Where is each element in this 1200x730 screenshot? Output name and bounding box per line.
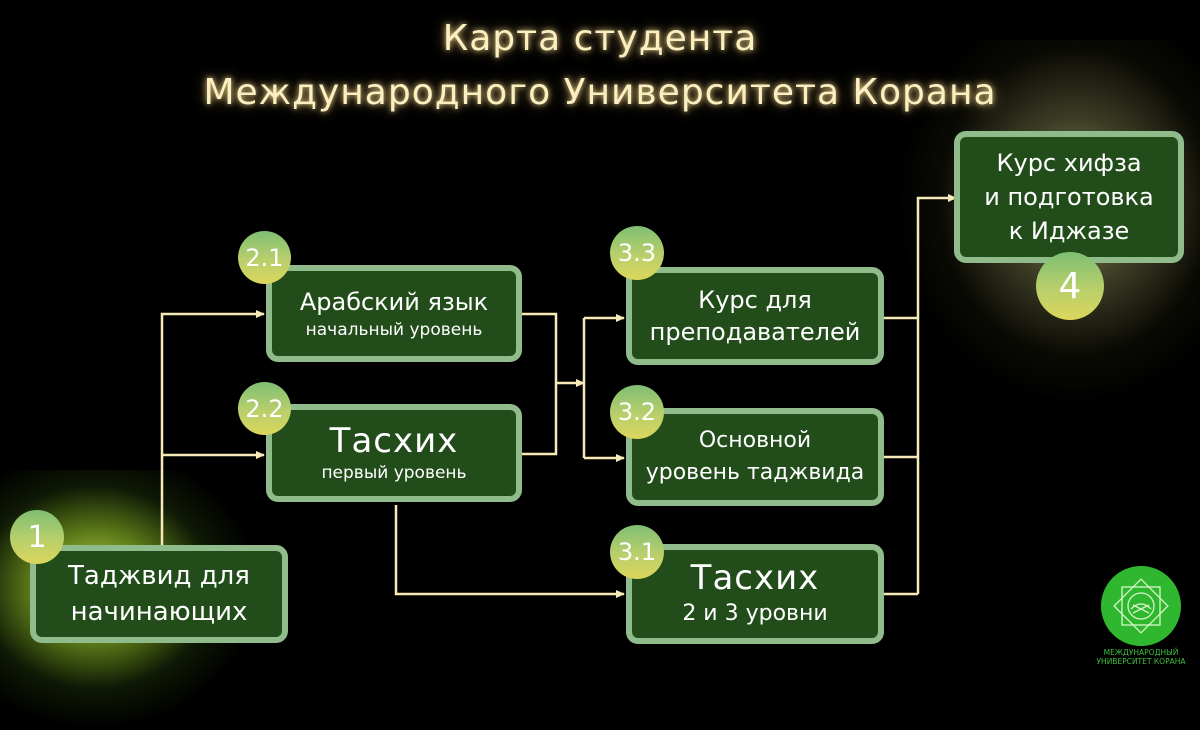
- node-3-2-line2: уровень таджвида: [645, 460, 865, 485]
- node-2-1-badge: 2.1: [238, 231, 291, 284]
- node-1-line2: начинающих: [70, 597, 248, 627]
- node-3-3-line2: преподавателей: [649, 318, 861, 346]
- node-tajweed-beginners: Таджвид для начинающих: [30, 545, 288, 643]
- connector-2-2-out: [522, 383, 558, 456]
- node-hifz-ijazah: Курс хифза и подготовка к Иджазе: [954, 131, 1184, 263]
- node-4-line2: и подготовка: [984, 183, 1154, 211]
- logo-caption-line2: университет Корана: [1096, 657, 1186, 666]
- node-arabic-basic: Арабский язык начальный уровень: [266, 265, 522, 362]
- node-1-badge: 1: [10, 510, 64, 564]
- logo-caption-line1: Международный: [1103, 648, 1179, 657]
- connector-2-1-out: [522, 312, 558, 383]
- node-tashih-advanced: Тасхих 2 и 3 уровни: [626, 544, 884, 644]
- node-3-1-line1: Тасхих: [690, 558, 820, 598]
- node-4-badge: 4: [1036, 252, 1104, 320]
- university-logo-icon: [1101, 566, 1181, 646]
- node-3-2-badge: 3.2: [610, 385, 664, 439]
- node-3-3-badge: 3.3: [610, 226, 664, 280]
- connector-1-to-2-1: [160, 310, 265, 545]
- node-4-line1: Курс хифза: [996, 149, 1142, 177]
- connector-lines: [160, 194, 957, 598]
- node-teachers-course: Курс для преподавателей: [626, 267, 884, 365]
- node-1-line1: Таджвид для: [68, 561, 250, 591]
- node-3-1-badge: 3.1: [610, 525, 664, 579]
- node-2-2-badge: 2.2: [238, 382, 291, 435]
- node-tajweed-main: Основной уровень таджвида: [626, 408, 884, 506]
- node-2-1-line1: Арабский язык: [299, 287, 489, 316]
- node-tashih-first: Тасхих первый уровень: [266, 404, 522, 502]
- node-3-3-line1: Курс для: [698, 286, 812, 314]
- node-4-line3: к Иджазе: [1008, 217, 1130, 245]
- node-2-2-line2: первый уровень: [321, 463, 467, 483]
- node-2-1-line2: начальный уровень: [305, 319, 483, 340]
- node-3-1-line2: 2 и 3 уровни: [682, 601, 828, 626]
- title-line-1: Карта студента: [442, 18, 758, 59]
- logo-caption: Международный университет Корана: [1080, 648, 1200, 666]
- connector-to-4: [916, 194, 957, 594]
- node-2-2-line1: Тасхих: [329, 421, 459, 461]
- node-3-2-line1: Основной: [698, 428, 812, 453]
- connector-2-2-to-3-1: [394, 505, 625, 598]
- title-line-2: Международного Университета Корана: [203, 72, 997, 113]
